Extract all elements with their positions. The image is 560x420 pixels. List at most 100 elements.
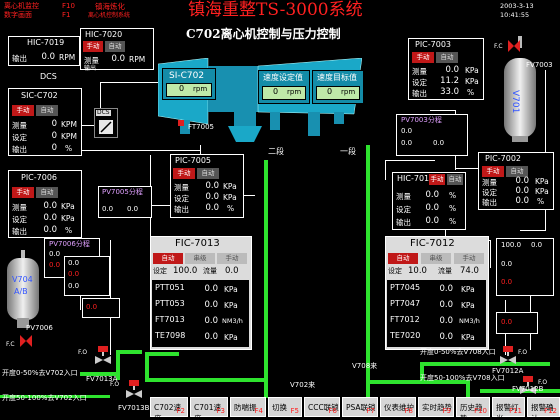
fic-7013-cascade-button[interactable]: 串级 (185, 253, 215, 264)
pic-7005-panel[interactable]: PIC-7005 手动 自动 测量 0.0 KPa 设定 0.0 KPa 输出 … (170, 154, 244, 218)
header-title: 镇海重整TS-3000系统 (188, 0, 363, 20)
speed-setpoint-display[interactable]: 速度设定值 0 rpm (258, 70, 310, 104)
pic-7006-name: PIC-7006 (21, 173, 58, 182)
valve-fv7013a[interactable] (95, 346, 111, 364)
v701-name: V701 (510, 90, 520, 114)
pv7005-split-panel[interactable]: PV7005分程 0.0 0.0 (98, 186, 152, 218)
valve-pv7006[interactable] (20, 335, 32, 347)
signal-line (100, 82, 180, 83)
pic-7006-panel[interactable]: PIC-7006 手动 自动 测量 0.0 KPa 设定 0.0 KPa 输出 … (8, 170, 82, 238)
pic-7005-manual-button[interactable]: 手动 (173, 168, 195, 179)
pic-7002-auto-button[interactable]: 自动 (506, 166, 528, 177)
pic-7006-auto-button[interactable]: 自动 (36, 187, 58, 198)
pic-7002-panel[interactable]: PIC-7002 手动 自动 测量 0.0 KPa 设定 0.0 KPa 输出 … (478, 152, 554, 210)
valve-fv7012a[interactable] (500, 346, 516, 364)
hic-7020-r1-value: 0.0 (111, 54, 125, 64)
pv7003-split-panel[interactable]: PV7003分程 0.0 0.0 0.0 (396, 114, 468, 156)
pic-7003-panel[interactable]: PIC-7003 手动 自动 测量 0.0 KPa 设定 11.2 KPa 输出… (408, 38, 484, 100)
sic-c702-auto-button[interactable]: 自动 (36, 105, 58, 116)
pic-7006-r1-unit: KPa (61, 202, 75, 211)
pic-7003-manual-button[interactable]: 手动 (412, 52, 434, 63)
hic-7012-r1-unit: % (449, 191, 457, 200)
hic-7019-panel[interactable]: HIC-7019 输出 0.0 RPM (8, 36, 80, 66)
fic-7012-panel[interactable]: FIC-7012 自动 串级 手动 设定 10.0 流量 74.0 PT7045… (385, 236, 489, 350)
pic-7003-r2-unit: KPa (465, 77, 479, 86)
fic-7012-row4-val: 0.0 (439, 332, 453, 342)
hic-7012-manual-button[interactable]: 手动 (429, 174, 445, 185)
hic-7012-r2-label: 设定 (396, 205, 411, 214)
fv7012a-label: FV7012A (492, 367, 524, 375)
pic-7002-manual-button[interactable]: 手动 (482, 166, 504, 177)
pv7006-split-title: PV7006分程 (49, 240, 90, 248)
pic-7003-auto-button[interactable]: 自动 (436, 52, 458, 63)
speed-target-display[interactable]: 速度目标值 0 rpm (312, 70, 364, 104)
pic-7005-r3-value: 0.0 (205, 203, 219, 213)
pipe-left-bottom (145, 378, 268, 382)
sic-c702-manual-button[interactable]: 手动 (12, 105, 34, 116)
fic-7013-manual-button[interactable]: 手动 (217, 253, 247, 264)
signal-line (490, 240, 491, 268)
right-mini-c: 0.0 (501, 260, 513, 268)
pv7006-split-b: 0.0 (49, 261, 61, 269)
hic-7012-r3-value: 0.0 (425, 216, 439, 226)
hic-7012-r3-label: 输出 (396, 218, 411, 227)
pic-7005-r2-value: 0.0 (205, 192, 219, 202)
vessel-v701 (498, 36, 542, 144)
fic-7013-panel[interactable]: FIC-7013 自动 串级 手动 设定 100.0 流量 0.0 PTT051… (150, 236, 252, 350)
hic-7012-auto-button[interactable]: 自动 (447, 174, 463, 185)
page-subtitle: C702离心机控制与压力控制 (186, 27, 341, 41)
fic-7012-row4-tag: TE7020 (390, 331, 421, 340)
hic-7019-out-label: 输出 (12, 54, 27, 63)
si-c702-value: 0 (179, 84, 185, 93)
pic-7006-manual-button[interactable]: 手动 (12, 187, 34, 198)
pv7003-split-c: 0.0 (433, 139, 445, 147)
fic-7012-auto-button[interactable]: 自动 (388, 253, 418, 264)
fkey-number: F9 (442, 407, 451, 415)
pic-7006-r3-value: 0.0 (43, 225, 57, 235)
signal-line (545, 70, 546, 230)
right-mini-panel[interactable]: 100.0 0.0 0.0 0.0 (496, 238, 554, 296)
hic-7012-panel[interactable]: HIC-7012 手动 自动 测量 0.0 % 设定 0.0 % 输出 0.0 … (392, 172, 466, 230)
sic-c702-r2-unit: KPM (61, 132, 77, 141)
header-key-2: F1 (62, 11, 71, 19)
fic-7013-row1-unit: KPa (224, 285, 238, 294)
left-mini-panel[interactable]: 0.0 0.0 0.0 (64, 256, 110, 296)
fic-7012-row2-tag: PT7047 (390, 299, 421, 308)
signal-line (520, 230, 546, 231)
pic-7002-r1-value: 0.0 (515, 176, 529, 186)
sic-c702-panel[interactable]: SIC-C702 手动 自动 测量 0 KPM 设定 0 KPM 输出 0 % (8, 88, 82, 156)
dcs-switch[interactable]: DCS (94, 108, 118, 138)
speed-setpoint-label: 速度设定值 (263, 73, 303, 82)
valve-fv7003[interactable] (508, 40, 520, 52)
signal-line (80, 150, 200, 151)
hic-7020-manual-button[interactable]: 手动 (83, 41, 103, 52)
right-mini-panel-2[interactable]: 0.0 (496, 312, 538, 334)
fic-7012-manual-button[interactable]: 手动 (454, 253, 484, 264)
fic-7013-auto-button[interactable]: 自动 (153, 253, 183, 264)
valve-fv7013b[interactable] (126, 380, 142, 398)
sic-c702-r1-value: 0 (51, 119, 57, 129)
pic-7005-auto-button[interactable]: 自动 (197, 168, 219, 179)
valve-fv7012b[interactable] (520, 376, 536, 394)
left-mini-panel-2[interactable]: 0.0 (82, 298, 120, 318)
fkey-label: 报警确认 (531, 403, 554, 420)
fic-7012-row2-val: 0.0 (439, 300, 453, 310)
fic-7012-cascade-button[interactable]: 串级 (421, 253, 451, 264)
pic-7003-r2-label: 设定 (412, 78, 427, 87)
fic-7012-row4-unit: KPa (461, 333, 475, 342)
note-left-2: 开度50-100%去V702入口 (2, 394, 87, 402)
hic-7020-auto-button[interactable]: 自动 (105, 41, 125, 52)
hic-7020-panel[interactable]: HIC-7020 手动 自动 测量 0.0 RPM 输出 (80, 28, 154, 72)
